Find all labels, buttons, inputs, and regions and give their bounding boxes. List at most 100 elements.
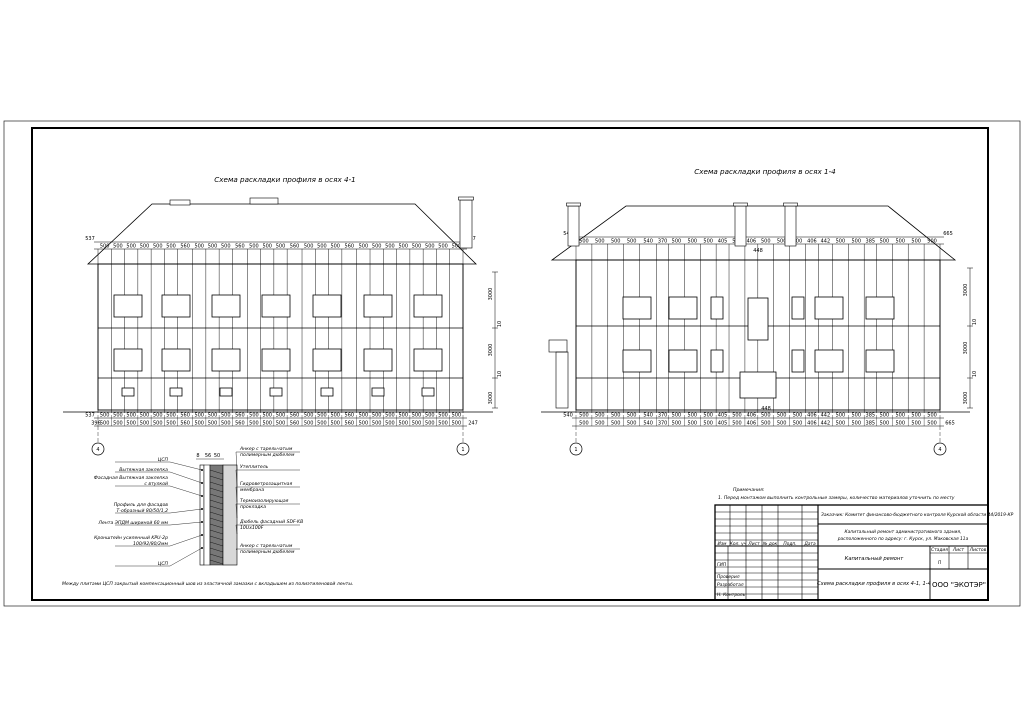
top-spacing-label: 500 — [896, 239, 906, 245]
right-callout-label: Утеплитель — [240, 464, 269, 470]
left-callout-label: Фасадная Вытяжная заклепка — [94, 475, 168, 481]
window — [312, 348, 342, 372]
bottom-spacing-label-row1: 500 — [100, 413, 110, 419]
chimney-cap — [458, 196, 474, 201]
bottom-spacing-label-row1: 500 — [140, 413, 150, 419]
left-callout-label: ЦСП — [158, 561, 169, 567]
side-dimension-label: 3000 — [963, 342, 969, 355]
left-callout-label: 100/92/80/2мм — [133, 541, 168, 547]
side-dimension-label: 3000 — [488, 392, 494, 405]
side-dimension-label: 10 — [972, 371, 978, 377]
bottom-spacing-label-row1: 500 — [153, 413, 163, 419]
side-dimension-label: 3000 — [963, 284, 969, 297]
bottom-spacing-label-row1: 500 — [385, 413, 395, 419]
leader-dot — [201, 482, 203, 484]
bottom-spacing-label-row2: 442 — [821, 421, 831, 427]
work-name: Капитальный ремонт — [845, 556, 905, 562]
window — [413, 294, 443, 318]
left-callout-label: с втулкой — [144, 481, 168, 487]
axis-marker-left-label: 4 — [96, 447, 99, 453]
leader-dot — [201, 508, 203, 510]
bottom-spacing-label-row1: 406 — [747, 413, 757, 419]
customer-text: Заказчик: Комитет финансово-бюджетного к… — [821, 512, 1014, 518]
top-spacing-label: 560 — [290, 244, 300, 250]
left-callout-label: ЦСП — [158, 457, 169, 463]
bottom-spacing-label-row2: 500 — [372, 421, 382, 427]
leader-line — [235, 451, 238, 471]
top-spacing-label: 500 — [372, 244, 382, 250]
bottom-spacing-label-row2: 500 — [398, 421, 408, 427]
bottom-spacing-label-row1: 500 — [880, 413, 890, 419]
window — [161, 348, 191, 372]
role-checked: Проверил — [717, 574, 740, 580]
leader-line — [169, 461, 203, 471]
window — [747, 297, 769, 341]
top-spacing-label: 500 — [672, 239, 682, 245]
bottom-spacing-label-row2: 500 — [249, 421, 259, 427]
bottom-spacing-label-row1: 500 — [113, 413, 123, 419]
top-spacing-label: 500 — [385, 244, 395, 250]
title-block: Заказчик: Комитет финансово-бюджетного к… — [714, 504, 1014, 601]
bottom-spacing-label-row2: 500 — [126, 421, 136, 427]
left-callout-label: Т-образный 80/50/1,2 — [117, 508, 169, 514]
leader-dot — [201, 495, 203, 497]
axis-marker-right-label: 1 — [461, 447, 464, 453]
porch-canopy — [548, 339, 568, 353]
top-spacing-label: 500 — [194, 244, 204, 250]
bottom-spacing-label-row2: 500 — [688, 421, 698, 427]
right-callout-label: Анкер с тарельчатым — [239, 543, 293, 549]
notes-title: Примечания: — [733, 487, 765, 493]
bottom-spacing-label-row2: 500 — [385, 421, 395, 427]
insulation-hatch — [209, 475, 224, 481]
top-spacing-label: 560 — [180, 244, 190, 250]
top-spacing-label: 500 — [100, 244, 110, 250]
bottom-spacing-label-row1: 500 — [425, 413, 435, 419]
top-spacing-label: 500 — [140, 244, 150, 250]
leader-line — [169, 508, 203, 514]
bottom-spacing-label-row2: 500 — [672, 421, 682, 427]
bottom-spacing-label-row2: 500 — [703, 421, 713, 427]
leader-line — [169, 547, 203, 567]
bottom-spacing-label-row1: 500 — [927, 413, 937, 419]
bottom-spacing-label-row2: 406 — [747, 421, 757, 427]
sheets-header: Листов — [969, 547, 987, 553]
window — [710, 296, 724, 320]
top-spacing-label: 500 — [113, 244, 123, 250]
insulation-hatch — [209, 529, 224, 535]
edge-left-bottom-label: 540 — [563, 413, 573, 419]
bottom-spacing-label-row1: 500 — [398, 413, 408, 419]
bottom-spacing-label-row1: 500 — [732, 413, 742, 419]
top-spacing-label: 500 — [262, 244, 272, 250]
edge-right-top-label: 665 — [943, 231, 953, 237]
right-callout-label: прокладка — [240, 505, 266, 510]
top-spacing-label: 500 — [208, 244, 218, 250]
window — [865, 296, 895, 320]
leader-line — [235, 503, 238, 519]
bottom-spacing-label-row2: 500 — [911, 421, 921, 427]
insulation-hatch — [209, 493, 224, 499]
bottom-spacing-label-row2: 500 — [330, 421, 340, 427]
cladding-panel-layer — [199, 464, 205, 566]
leader-dot — [201, 547, 203, 549]
bottom-spacing-label-row1: 500 — [208, 413, 218, 419]
leader-dot — [201, 534, 203, 536]
top-spacing-label: 500 — [595, 239, 605, 245]
role-gip: ГИП — [717, 562, 727, 568]
col-header-izm: Изм — [718, 541, 728, 547]
window — [169, 387, 183, 397]
window — [421, 387, 435, 397]
top-spacing-label: 370 — [658, 239, 668, 245]
bottom-spacing-label-row2: 500 — [140, 421, 150, 427]
bottom-spacing-label-row1: 500 — [276, 413, 286, 419]
company-name: ООО "ЭКОТЭР" — [932, 581, 986, 589]
axis-marker-right — [456, 442, 470, 456]
bottom-spacing-label-row1: 500 — [793, 413, 803, 419]
bottom-spacing-label-row2: 500 — [836, 421, 846, 427]
top-spacing-label: 500 — [627, 239, 637, 245]
bottom-spacing-label-row2: 500 — [777, 421, 787, 427]
top-spacing-label: 500 — [166, 244, 176, 250]
window — [413, 348, 443, 372]
window — [791, 349, 805, 373]
insulation-hatch — [209, 541, 224, 547]
